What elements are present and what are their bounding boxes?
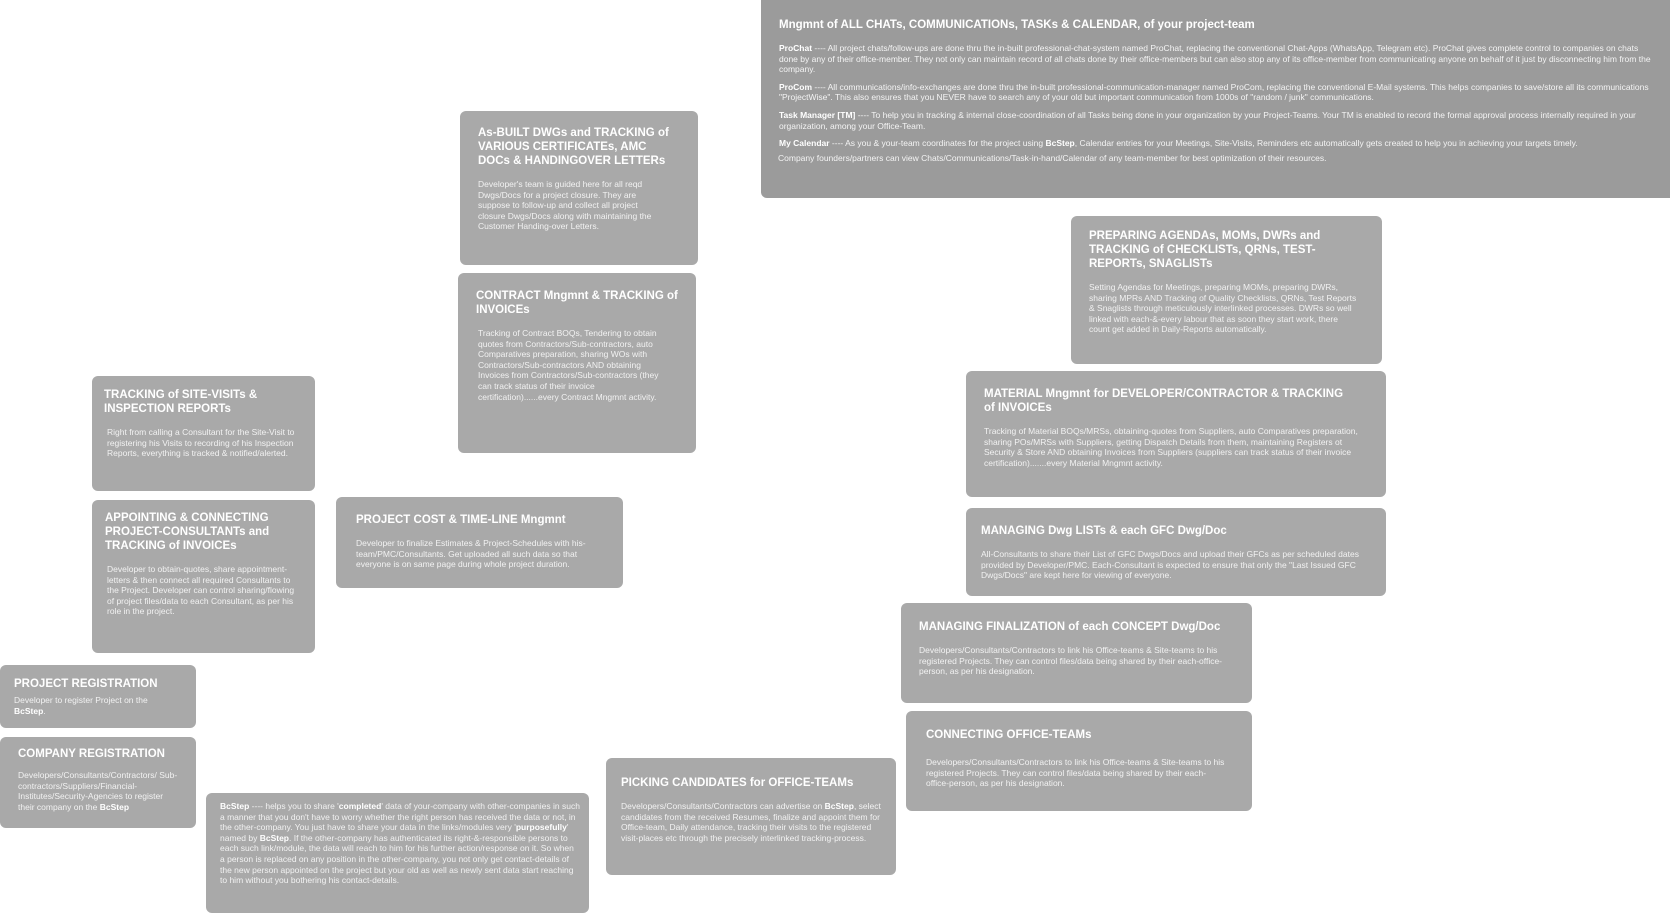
card-body: Developer to finalize Estimates & Projec… — [356, 538, 586, 570]
brand-name: BcStep — [1045, 138, 1075, 149]
card-body-text-end: , select candidates from the received Re… — [621, 801, 881, 843]
task-manager-paragraph: Task Manager [TM] ---- To help you in tr… — [779, 110, 1652, 131]
card-body-text-2: ' data of your-company with other-compan… — [220, 801, 580, 833]
card-body: Setting Agendas for Meetings, preparing … — [1089, 282, 1357, 335]
procom-text: ---- All communications/info-exchanges a… — [779, 81, 1649, 103]
card-material-management: MATERIAL Mngmnt for DEVELOPER/CONTRACTOR… — [966, 371, 1386, 497]
card-body-text: Developers/Consultants/Contractors/ Sub-… — [18, 770, 178, 812]
card-title: As-BUILT DWGs and TRACKING of VARIOUS CE… — [478, 127, 669, 167]
card-concept-dwg: MANAGING FINALIZATION of each CONCEPT Dw… — [901, 603, 1252, 703]
card-body: BcStep ---- helps you to share 'complete… — [220, 801, 580, 886]
card-contract-management: CONTRACT Mngmnt & TRACKING of INVOICEs T… — [458, 273, 696, 453]
procom-paragraph: ProCom ---- All communications/info-exch… — [779, 82, 1652, 103]
card-dwg-lists: MANAGING Dwg LISTs & each GFC Dwg/Doc Al… — [966, 508, 1386, 596]
founders-paragraph: Company founders/partners can view Chats… — [778, 152, 1327, 163]
brand-name: BcStep — [99, 801, 130, 812]
card-body: All-Consultants to share their List of G… — [981, 549, 1359, 581]
calendar-label: My Calendar — [779, 138, 830, 149]
card-agendas-moms: PREPARING AGENDAs, MOMs, DWRs and TRACKI… — [1071, 216, 1382, 364]
prochat-label: ProChat — [779, 43, 813, 53]
card-body: Developer's team is guided here for all … — [478, 179, 652, 232]
card-body: Developers/Consultants/Contractors/ Sub-… — [18, 770, 180, 812]
card-body: Developer to obtain-quotes, share appoin… — [107, 564, 295, 617]
card-body-text-1: ---- helps you to share ' — [249, 801, 339, 811]
card-title: PROJECT COST & TIME-LINE Mngmnt — [356, 514, 566, 526]
card-title: Mngmnt of ALL CHATs, COMMUNICATIONs, TAS… — [779, 19, 1255, 31]
card-title: CONNECTING OFFICE-TEAMs — [926, 729, 1092, 741]
card-title: TRACKING of SITE-VISITs & INSPECTION REP… — [104, 389, 258, 415]
card-bcstep-data-sharing: BcStep ---- helps you to share 'complete… — [206, 793, 589, 913]
card-project-cost-timeline: PROJECT COST & TIME-LINE Mngmnt Develope… — [336, 497, 623, 588]
card-body: Developers/Consultants/Contractors to li… — [919, 645, 1223, 677]
card-title: PREPARING AGENDAs, MOMs, DWRs and TRACKI… — [1089, 230, 1321, 270]
card-chats-communications: Mngmnt of ALL CHATs, COMMUNICATIONs, TAS… — [761, 0, 1670, 198]
card-title: PROJECT REGISTRATION — [14, 678, 158, 690]
card-site-visits: TRACKING of SITE-VISITs & INSPECTION REP… — [92, 376, 315, 491]
calendar-text-1: ---- As you & your-team coordinates for … — [829, 138, 1046, 149]
procom-label: ProCom — [779, 81, 813, 92]
card-as-built-dwgs: As-BUILT DWGs and TRACKING of VARIOUS CE… — [460, 111, 698, 265]
card-picking-candidates: PICKING CANDIDATES for OFFICE-TEAMs Deve… — [606, 758, 896, 875]
card-title: PICKING CANDIDATES for OFFICE-TEAMs — [621, 777, 854, 789]
brand-name: BcStep — [14, 705, 44, 716]
card-body: Tracking of Contract BOQs, Tendering to … — [478, 328, 659, 402]
card-body: Developer to register Project on the BcS… — [14, 695, 174, 716]
card-body: Tracking of Material BOQs/MRSs, obtainin… — [984, 426, 1358, 468]
calendar-paragraph: My Calendar ---- As you & your-team coor… — [779, 138, 1652, 149]
card-connecting-office-teams: CONNECTING OFFICE-TEAMs Developers/Consu… — [906, 711, 1252, 811]
brand-name: BcStep — [824, 801, 854, 811]
task-manager-label: Task Manager [TM] — [779, 109, 856, 120]
card-project-consultants: APPOINTING & CONNECTING PROJECT-CONSULTA… — [92, 500, 315, 653]
card-body-text: Developer to register Project on the — [14, 695, 148, 705]
card-body-text-4: . If the other-company has authenticated… — [220, 832, 574, 886]
emphasis-completed: completed — [338, 801, 382, 811]
card-title: APPOINTING & CONNECTING PROJECT-CONSULTA… — [105, 512, 270, 552]
card-title: MANAGING FINALIZATION of each CONCEPT Dw… — [919, 621, 1221, 633]
card-body-text: Developers/Consultants/Contractors can a… — [621, 801, 825, 811]
card-company-registration: COMPANY REGISTRATION Developers/Consulta… — [0, 737, 196, 828]
card-body-text-end: . — [43, 705, 46, 716]
prochat-text: ---- All project chats/follow-ups are do… — [779, 43, 1651, 75]
task-manager-text: ---- To help you in tracking & internal … — [779, 109, 1636, 131]
prochat-paragraph: ProChat ---- All project chats/follow-up… — [779, 43, 1652, 75]
emphasis-purposefully: purposefully — [515, 822, 567, 833]
card-body: Developers/Consultants/Contractors to li… — [926, 757, 1225, 789]
card-body: Right from calling a Consultant for the … — [107, 427, 295, 459]
brand-name: BcStep — [220, 801, 250, 811]
card-title: MATERIAL Mngmnt for DEVELOPER/CONTRACTOR… — [984, 388, 1344, 414]
card-body: Developers/Consultants/Contractors can a… — [621, 801, 881, 843]
brand-name: BcStep — [259, 832, 289, 843]
calendar-text-2: , Calendar entries for your Meetings, Si… — [1074, 138, 1578, 149]
card-title: COMPANY REGISTRATION — [18, 748, 165, 760]
card-title: CONTRACT Mngmnt & TRACKING of INVOICEs — [476, 290, 678, 316]
card-body-text-3: ' named by — [220, 822, 569, 843]
card-project-registration: PROJECT REGISTRATION Developer to regist… — [0, 665, 196, 728]
card-title: MANAGING Dwg LISTs & each GFC Dwg/Doc — [981, 525, 1227, 537]
